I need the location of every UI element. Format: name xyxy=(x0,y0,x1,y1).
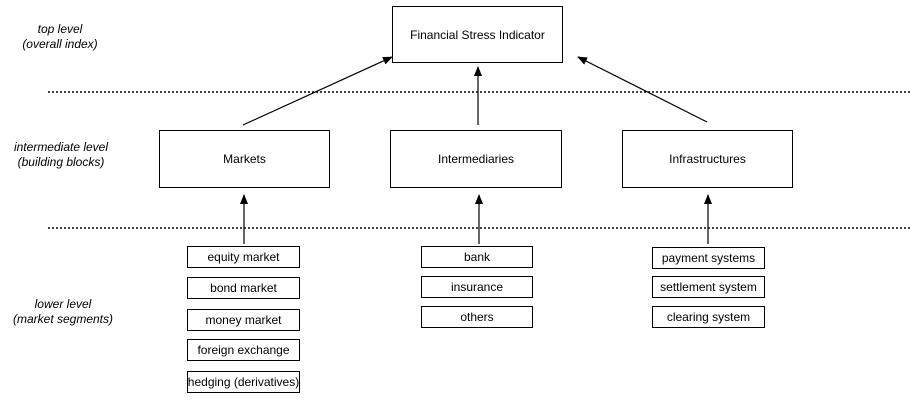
level-label-lower-line1: lower level xyxy=(34,297,92,311)
segment-label: others xyxy=(460,310,494,324)
segment-equity-market: equity market xyxy=(187,246,300,268)
infrastructures-node: Infrastructures xyxy=(622,130,793,188)
segment-bond-market: bond market xyxy=(187,277,300,299)
level-label-top-line1: top level xyxy=(37,22,83,36)
segment-foreign-exchange: foreign exchange xyxy=(187,339,300,361)
level-label-intermediate-line1: intermediate level xyxy=(13,140,109,154)
arrow-infrastructures-to-indicator xyxy=(577,56,708,123)
level-label-intermediate-line2: (building blocks) xyxy=(17,155,105,169)
level-label-intermediate: intermediate level (building blocks) xyxy=(2,140,120,170)
level-label-lower: lower level (market segments) xyxy=(4,297,122,327)
segment-label: bond market xyxy=(210,281,277,295)
segment-label: equity market xyxy=(207,250,280,264)
segment-money-market: money market xyxy=(187,309,300,331)
level-label-top-line2: (overall index) xyxy=(22,37,98,51)
financial-stress-indicator-label: Financial Stress Indicator xyxy=(410,27,545,42)
segment-others: others xyxy=(421,306,533,328)
infrastructures-label: Infrastructures xyxy=(669,152,746,166)
segment-label: payment systems xyxy=(661,251,756,265)
intermediaries-node: Intermediaries xyxy=(390,130,562,188)
segment-label: hedging (derivatives) xyxy=(187,375,300,389)
segment-label: clearing system xyxy=(666,310,751,324)
financial-stress-indicator-node: Financial Stress Indicator xyxy=(392,6,563,63)
segment-insurance: insurance xyxy=(421,276,533,298)
segment-label: foreign exchange xyxy=(197,343,290,357)
segment-settlement-system: settlement system xyxy=(652,276,765,298)
level-label-top: top level (overall index) xyxy=(10,22,110,52)
arrow-markets-to-indicator xyxy=(242,56,393,126)
segment-bank: bank xyxy=(421,246,533,268)
segment-label: insurance xyxy=(450,280,504,294)
markets-label: Markets xyxy=(223,152,266,166)
segment-label: settlement system xyxy=(660,280,757,294)
segment-label: money market xyxy=(205,313,282,327)
segment-clearing-system: clearing system xyxy=(652,306,765,328)
segment-hedging-derivatives: hedging (derivatives) xyxy=(187,371,300,393)
segment-payment-systems: payment systems xyxy=(652,247,765,269)
markets-node: Markets xyxy=(159,130,330,188)
intermediaries-label: Intermediaries xyxy=(437,152,515,166)
segment-label: bank xyxy=(463,250,491,264)
level-label-lower-line2: (market segments) xyxy=(12,312,114,326)
